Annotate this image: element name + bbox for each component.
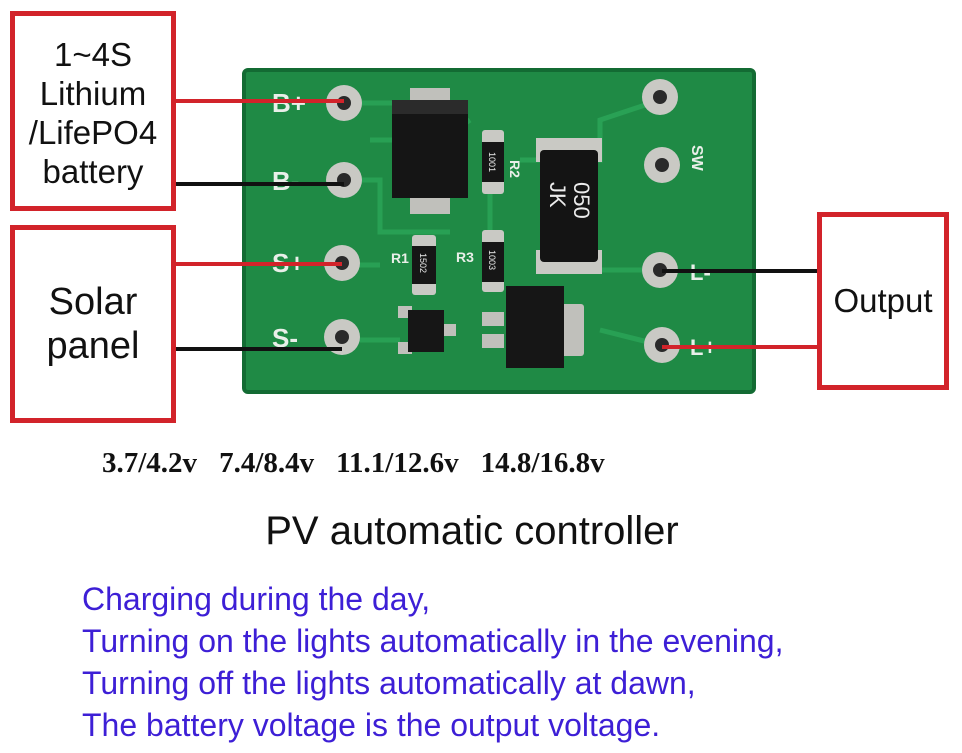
connection-wires <box>176 99 817 351</box>
solar-panel-label-box: Solar panel <box>10 225 176 423</box>
resistor-r1-code: 1502 <box>418 253 428 273</box>
function-description: Charging during the day, Turning on the … <box>82 578 942 746</box>
description-line-4: The battery voltage is the output voltag… <box>82 707 661 743</box>
voltage-option-3s: 11.1/12.6v <box>336 447 459 479</box>
resistor-r3-code: 1003 <box>487 250 497 270</box>
resistor-r1: 1502 R1 <box>391 235 436 295</box>
description-line-2: Turning on the lights automatically in t… <box>82 623 784 659</box>
fuse-jk050: JK 050 <box>536 138 602 274</box>
resistor-r2-code: 1001 <box>487 152 497 172</box>
solar-label-line-2: panel <box>46 325 140 367</box>
resistor-r2-label: R2 <box>507 160 523 178</box>
battery-label-line-2: Lithium <box>39 75 147 112</box>
voltage-option-2s: 7.4/8.4v <box>219 447 315 479</box>
fuse-label-top: JK <box>545 182 570 208</box>
battery-label-line-3: /LifePO4 <box>28 114 158 151</box>
voltage-options: 3.7/4.2v 7.4/8.4v 11.1/12.6v 14.8/16.8v <box>102 447 822 487</box>
pad-l-minus <box>642 252 678 288</box>
schottky-diode <box>392 88 468 214</box>
pin-label-b-minus: B- <box>272 166 299 196</box>
resistor-r1-label: R1 <box>391 250 409 266</box>
battery-label-line-1: 1~4S <box>54 36 132 73</box>
transistor-sot23 <box>398 306 456 354</box>
resistor-r3-label: R3 <box>456 249 474 265</box>
diagram-title: PV automatic controller <box>265 509 679 553</box>
pin-label-sw: SW <box>688 145 705 172</box>
description-line-1: Charging during the day, <box>82 581 431 617</box>
resistor-r2: 1001 R2 <box>482 130 523 194</box>
fuse-label-bottom: 050 <box>569 182 594 219</box>
voltage-option-4s: 14.8/16.8v <box>480 447 605 479</box>
output-label: Output <box>833 282 933 319</box>
voltage-option-1s: 3.7/4.2v <box>102 447 198 479</box>
pad-sw-top <box>642 79 678 115</box>
solar-label-line-1: Solar <box>48 281 138 323</box>
battery-label-box: 1~4S Lithium /LifePO4 battery <box>10 11 176 211</box>
description-line-3: Turning off the lights automatically at … <box>82 665 696 701</box>
pad-s-minus <box>324 319 360 355</box>
pad-sw-bottom <box>644 147 680 183</box>
mosfet <box>482 286 584 368</box>
output-label-box: Output <box>817 212 949 390</box>
pad-b-minus <box>326 162 362 198</box>
pcb-edge-shade <box>242 68 756 394</box>
battery-label-line-4: battery <box>42 153 144 190</box>
resistor-r3: 1003 R3 <box>456 230 504 292</box>
